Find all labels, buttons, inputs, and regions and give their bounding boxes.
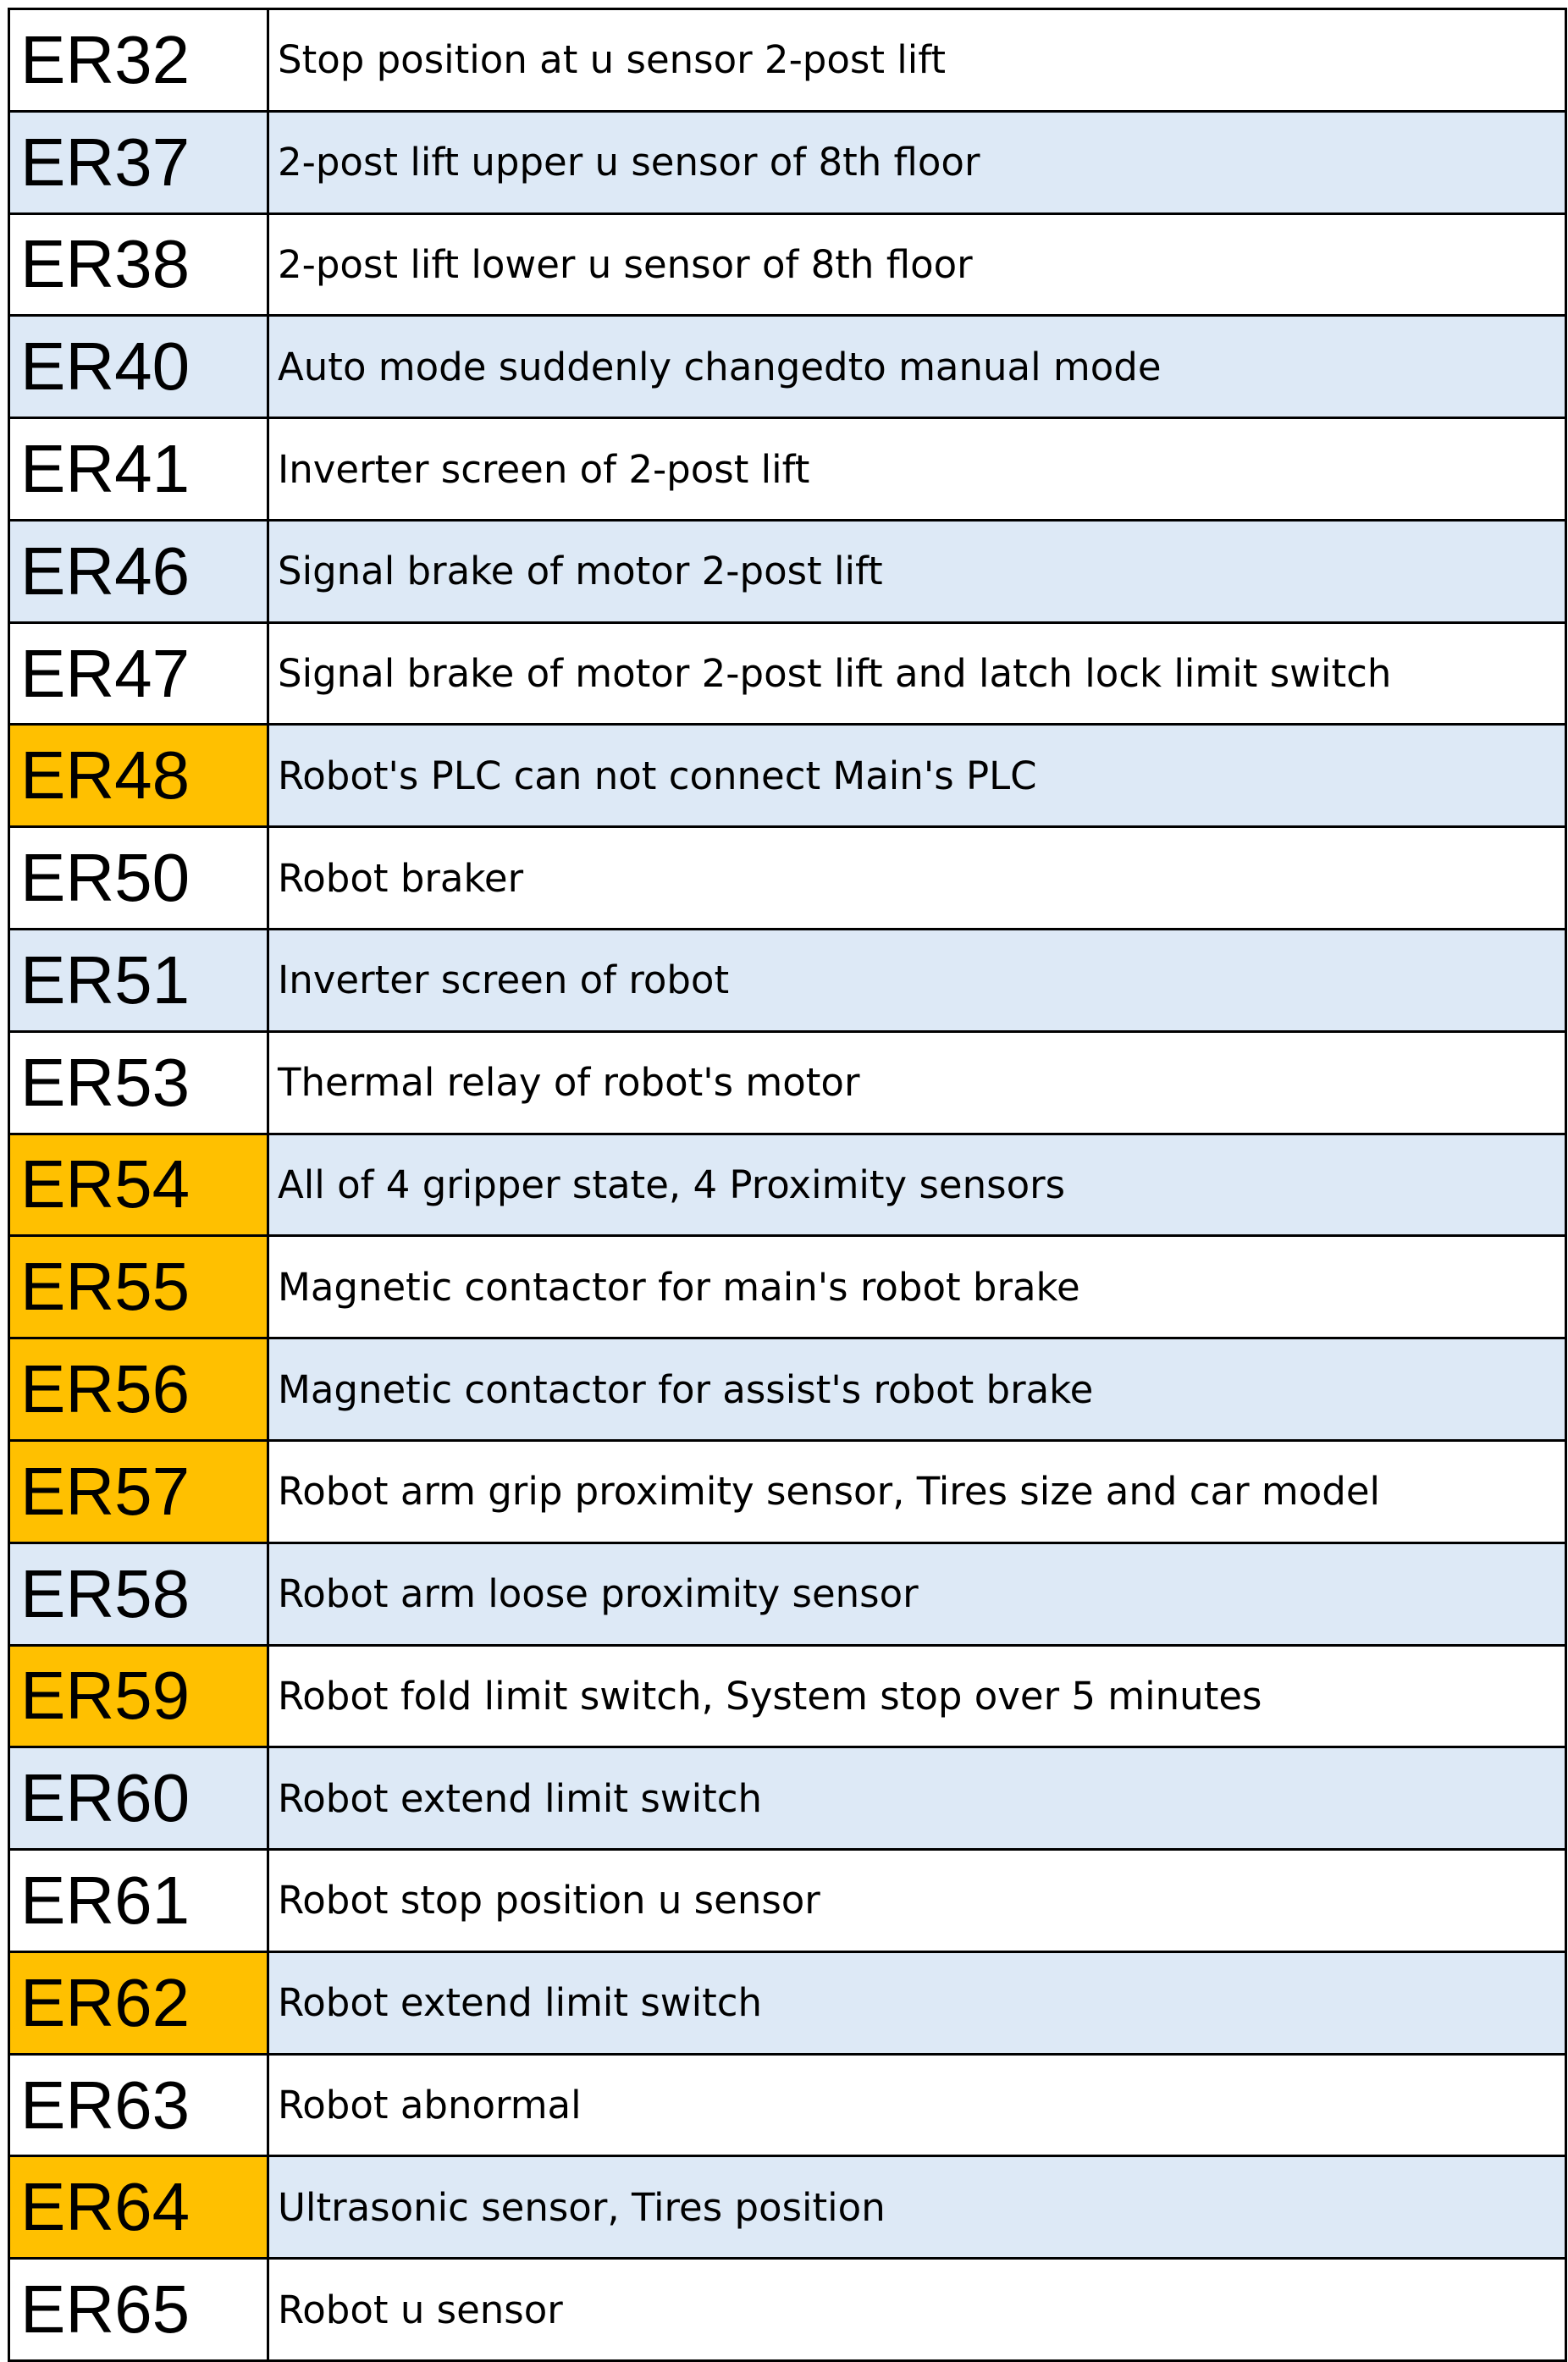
error-code-cell: ER53 [8,1029,269,1135]
error-description-cell: Signal brake of motor 2-post lift and la… [267,621,1567,726]
error-code-cell: ER54 [8,1132,269,1238]
error-description-cell: Signal brake of motor 2-post lift [267,518,1567,624]
error-code-cell: ER46 [8,518,269,624]
error-code-cell: ER65 [8,2257,269,2362]
error-description-cell: Robot extend limit switch [267,1950,1567,2056]
error-description-cell: 2-post lift upper u sensor of 8th floor [267,109,1567,215]
error-description-cell: Robot u sensor [267,2257,1567,2362]
error-code-cell: ER41 [8,417,269,522]
error-description-cell: Stop position at u sensor 2-post lift [267,8,1567,113]
error-code-cell: ER58 [8,1541,269,1647]
error-code-cell: ER47 [8,621,269,726]
error-description-cell: Inverter screen of 2-post lift [267,417,1567,522]
error-description-cell: Robot abnormal [267,2052,1567,2158]
error-code-cell: ER38 [8,212,269,317]
error-description-cell: Robot stop position u sensor [267,1848,1567,1953]
error-description-cell: Robot's PLC can not connect Main's PLC [267,723,1567,829]
error-code-cell: ER55 [8,1234,269,1340]
error-description-cell: Thermal relay of robot's motor [267,1029,1567,1135]
error-code-cell: ER48 [8,723,269,829]
error-description-cell: Robot arm grip proximity sensor, Tires s… [267,1438,1567,1544]
error-code-cell: ER64 [8,2155,269,2260]
error-code-cell: ER51 [8,928,269,1033]
error-code-cell: ER40 [8,314,269,420]
error-code-cell: ER50 [8,825,269,931]
error-description-cell: All of 4 gripper state, 4 Proximity sens… [267,1132,1567,1238]
error-code-cell: ER32 [8,8,269,113]
error-code-cell: ER61 [8,1848,269,1953]
error-description-cell: Inverter screen of robot [267,928,1567,1033]
error-description-cell: Robot fold limit switch, System stop ove… [267,1643,1567,1749]
error-code-cell: ER62 [8,1950,269,2056]
error-code-cell: ER37 [8,109,269,215]
error-code-cell: ER57 [8,1438,269,1544]
error-description-cell: Robot arm loose proximity sensor [267,1541,1567,1647]
error-description-cell: Magnetic contactor for assist's robot br… [267,1337,1567,1442]
error-description-cell: Robot braker [267,825,1567,931]
error-description-cell: Magnetic contactor for main's robot brak… [267,1234,1567,1340]
error-description-cell: 2-post lift lower u sensor of 8th floor [267,212,1567,317]
error-code-cell: ER56 [8,1337,269,1442]
error-code-cell: ER63 [8,2052,269,2158]
error-description-cell: Robot extend limit switch [267,1746,1567,1852]
error-description-cell: Auto mode suddenly changedto manual mode [267,314,1567,420]
error-code-cell: ER59 [8,1643,269,1749]
error-code-cell: ER60 [8,1746,269,1852]
error-description-cell: Ultrasonic sensor, Tires position [267,2155,1567,2260]
